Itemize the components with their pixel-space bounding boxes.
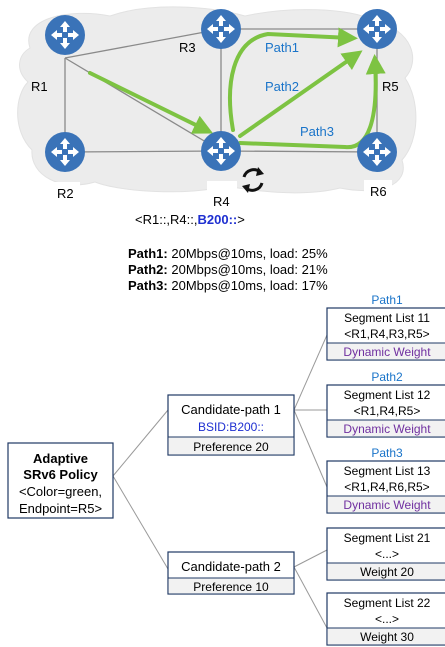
router-label-r5: R5 (382, 79, 399, 94)
seglist-13-weight: Dynamic Weight (343, 498, 431, 512)
seglist-12-path-label: Path2 (371, 370, 403, 384)
seglist-21-sids: <...> (375, 547, 399, 561)
sid-list-prefix: <R1::,R4::, (135, 212, 198, 227)
path3-metric-label: Path3: (128, 278, 168, 293)
path3-metric-value: 20Mbps@10ms, load: 17% (171, 278, 328, 293)
router-label-bg-r2 (52, 182, 80, 206)
path1-metric: Path1: 20Mbps@10ms, load: 25% (128, 246, 328, 261)
candidate-path-2-box: Candidate-path 2 Preference 10 (167, 551, 295, 595)
router-label-r6: R6 (370, 184, 387, 199)
green-path1 (228, 27, 358, 132)
policy-color: <Color=green, (19, 484, 102, 499)
seglist-11-path-label: Path1 (371, 293, 403, 307)
refresh-icon (242, 167, 264, 193)
path1-metric-label: Path1: (128, 246, 168, 261)
segment-list-12-box: Segment List 12 <R1,R4,R5> Dynamic Weigh… (326, 384, 445, 438)
sid-list-bsid: B200:: (198, 212, 238, 227)
path2-metric-value: 20Mbps@10ms, load: 21% (171, 262, 328, 277)
router-label-r2: R2 (57, 186, 74, 201)
candidate-path-1-name: Candidate-path 1 (181, 402, 281, 417)
candidate-path-1-box: Candidate-path 1 BSID:B200:: Preference … (167, 394, 295, 456)
segment-list-11-box: Segment List 11 <R1,R4,R3,R5> Dynamic We… (326, 307, 445, 361)
seglist-11-weight: Dynamic Weight (343, 345, 431, 359)
seglist-12-weight: Dynamic Weight (343, 422, 431, 436)
seglist-22-weight: Weight 30 (360, 630, 414, 644)
seglist-22-sids: <...> (375, 612, 399, 626)
seglist-22-name: Segment List 22 (344, 596, 431, 610)
router-r1 (45, 15, 85, 55)
sid-list-label: <R1::,R4::,B200::> (135, 212, 245, 227)
seglist-12-sids: <R1,R4,R5> (354, 404, 421, 418)
router-label-r4: R4 (213, 194, 230, 209)
policy-endpoint: Endpoint=R5> (19, 501, 102, 516)
green-path3 (238, 54, 386, 150)
router-r6 (357, 132, 397, 172)
seglist-11-sids: <R1,R4,R3,R5> (344, 327, 429, 341)
policy-title-line2: SRv6 Policy (23, 467, 98, 482)
topo-path3-label: Path3 (300, 124, 334, 139)
path2-metric-label: Path2: (128, 262, 168, 277)
topo-path1-label: Path1 (265, 40, 299, 55)
candidate-path-1-preference: Preference 20 (193, 440, 269, 454)
path2-metric: Path2: 20Mbps@10ms, load: 21% (128, 262, 328, 277)
router-label-bg-r4 (207, 181, 237, 211)
router-r3 (201, 9, 241, 49)
seglist-11-name: Segment List 11 (344, 311, 430, 325)
green-paths (88, 27, 386, 150)
seglist-12-name: Segment List 12 (344, 388, 431, 402)
topo-path2-label: Path2 (265, 79, 299, 94)
green-arrow-r1-r4 (88, 71, 214, 134)
router-label-r1: R1 (31, 79, 48, 94)
router-r2 (45, 132, 85, 172)
segment-list-22-box: Segment List 22 <...> Weight 30 (326, 592, 445, 646)
seglist-21-name: Segment List 21 (344, 531, 431, 545)
path1-metric-value: 20Mbps@10ms, load: 25% (171, 246, 328, 261)
green-path2 (238, 50, 363, 138)
path3-metric: Path3: 20Mbps@10ms, load: 17% (128, 278, 328, 293)
seglist-21-weight: Weight 20 (360, 565, 414, 579)
router-r5 (357, 9, 397, 49)
router-r4 (201, 131, 241, 171)
seglist-13-name: Segment List 13 (344, 464, 431, 478)
router-label-r3: R3 (179, 40, 196, 55)
segment-list-21-box: Segment List 21 <...> Weight 20 (326, 527, 445, 581)
seglist-13-path-label: Path3 (371, 446, 403, 460)
tree-connectors (112, 334, 328, 629)
candidate-path-1-bsid: BSID:B200:: (198, 420, 264, 434)
policy-title-line1: Adaptive (33, 451, 88, 466)
candidate-path-2-name: Candidate-path 2 (181, 559, 281, 574)
sid-list-suffix: > (237, 212, 245, 227)
segment-list-13-box: Segment List 13 <R1,R4,R6,R5> Dynamic We… (326, 460, 445, 514)
seglist-13-sids: <R1,R4,R6,R5> (344, 480, 429, 494)
policy-box: Adaptive SRv6 Policy <Color=green, Endpo… (7, 442, 114, 519)
router-label-bg-r6 (364, 180, 392, 204)
candidate-path-2-preference: Preference 10 (193, 580, 269, 594)
